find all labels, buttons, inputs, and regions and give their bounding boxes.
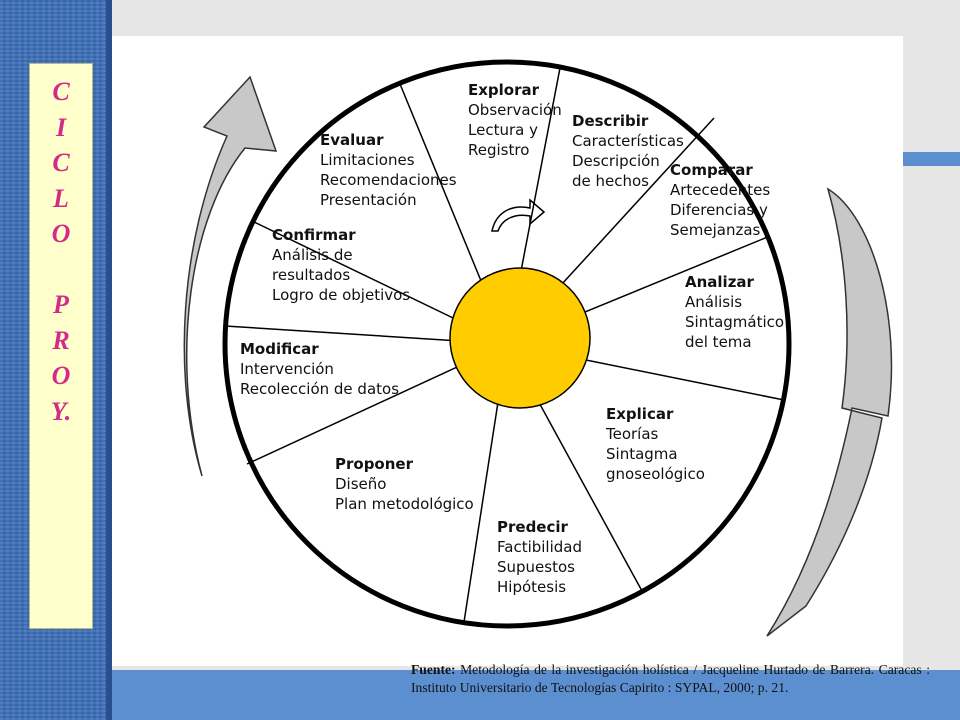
title-letter: I: [55, 112, 67, 142]
segment-line: Factibilidad: [497, 538, 582, 556]
title-letter: C: [52, 77, 70, 106]
curved-arrow-left: [183, 75, 278, 477]
segment-line: Descripción: [572, 152, 660, 170]
segment-title: Modificar: [240, 340, 319, 358]
segment-title: Explorar: [468, 81, 540, 99]
segment-line: Registro: [468, 141, 529, 159]
source-label: Fuente:: [411, 662, 456, 677]
segment-line: Plan metodológico: [335, 495, 474, 513]
title-letter: C: [52, 148, 70, 177]
segment-line: Características: [572, 132, 684, 150]
segment-line: Recolección de datos: [240, 380, 399, 398]
title-letter: R: [52, 325, 70, 355]
segment-line: Análisis: [685, 293, 742, 311]
segment-line: gnoseológico: [606, 465, 705, 483]
segment-line: Análisis de: [272, 246, 353, 264]
segment-title: Predecir: [497, 518, 569, 536]
segment-line: Limitaciones: [320, 151, 415, 169]
segment-line: Diferencias y: [670, 201, 768, 219]
bottom-decorative-band: [112, 670, 960, 720]
vertical-title-ciclo-proy: C I C L O P R O Y.: [29, 63, 93, 629]
title-letter: O: [51, 219, 71, 248]
segment-title: Explicar: [606, 405, 674, 423]
segment-line: Diseño: [335, 475, 386, 493]
segment-title: Proponer: [335, 455, 414, 473]
segment-title: Evaluar: [320, 131, 384, 149]
segment-line: resultados: [272, 266, 350, 284]
segment-line: Sintagma: [606, 445, 678, 463]
curved-arrow-right: [766, 187, 893, 637]
segment-line: Semejanzas: [670, 221, 761, 239]
segment-line: Intervención: [240, 360, 334, 378]
segment-line: de hechos: [572, 172, 649, 190]
segment-line: Sintagmático: [685, 313, 784, 331]
band-edge: [106, 0, 112, 720]
segment-title: Confirmar: [272, 226, 356, 244]
segment-10: EvaluarLimitacionesRecomendacionesPresen…: [320, 131, 457, 209]
title-letter: Y.: [50, 396, 72, 426]
source-text: Metodología de la investigación holístic…: [411, 662, 930, 695]
title-letter: P: [53, 290, 69, 319]
segment-title: Describir: [572, 112, 649, 130]
segment-line: Lectura y: [468, 121, 538, 139]
title-letter: L: [53, 183, 69, 213]
segment-line: Hipótesis: [497, 578, 566, 596]
segment-line: Artecedentes: [670, 181, 770, 199]
segment-line: del tema: [685, 333, 752, 351]
segment-line: Teorías: [605, 425, 659, 443]
segment-line: Logro de objetivos: [272, 286, 410, 304]
segment-title: Analizar: [685, 273, 755, 291]
right-accent-bar: [903, 152, 960, 166]
title-letter: O: [51, 361, 71, 390]
segment-line: Presentación: [320, 191, 417, 209]
center-hub: [449, 267, 591, 409]
rotation-arrow-icon: [491, 198, 546, 232]
segment-line: Supuestos: [497, 558, 575, 576]
segment-line: Observación: [468, 101, 562, 119]
source-citation: Fuente: Metodología de la investigación …: [411, 661, 930, 697]
segment-line: Recomendaciones: [320, 171, 457, 189]
segment-title: Comparar: [670, 161, 753, 179]
